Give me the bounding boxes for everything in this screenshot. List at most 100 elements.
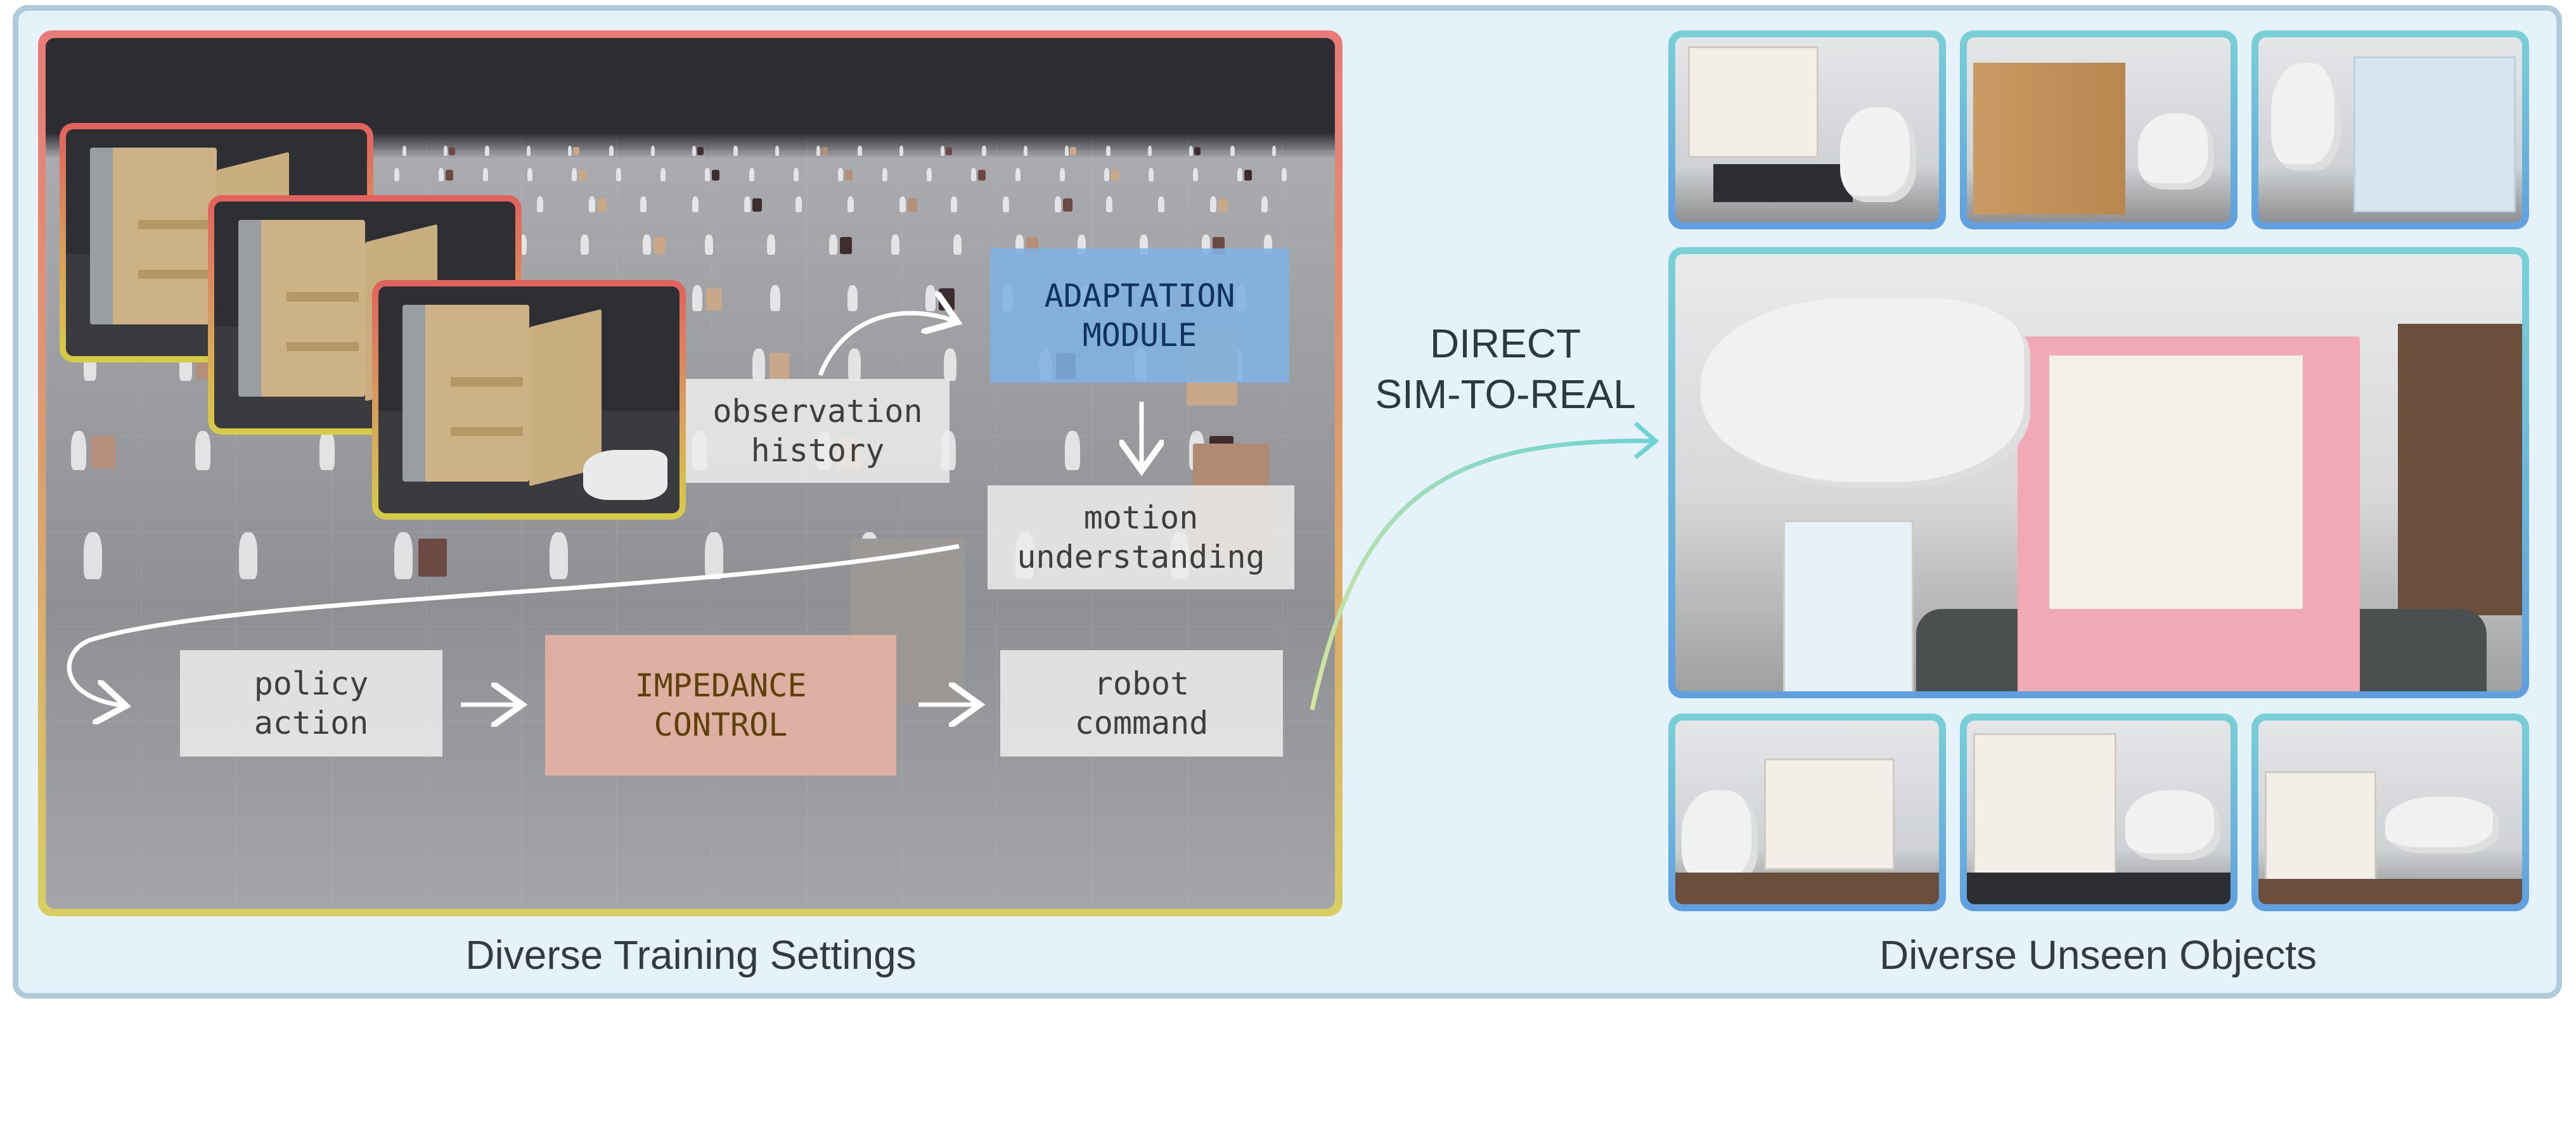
sim-robot — [581, 234, 589, 255]
sim-robot — [775, 146, 779, 157]
sim-robot — [485, 146, 489, 157]
sim-robot — [444, 146, 448, 157]
robot-arm — [2125, 790, 2220, 860]
real-photo-main — [1668, 247, 2529, 698]
robot-arm — [583, 449, 667, 500]
sim-robot — [927, 168, 932, 181]
sim-robot — [882, 168, 888, 181]
sim-cabinet — [1062, 198, 1073, 212]
desk — [2258, 879, 2522, 904]
sim-robot — [982, 146, 986, 157]
sim-robot — [899, 146, 903, 157]
sim-cabinet — [821, 147, 828, 156]
sim-robot — [439, 168, 444, 181]
sim-robot — [394, 168, 400, 181]
sim-robot — [616, 168, 622, 181]
sim-robot — [1023, 146, 1027, 157]
sim-robot — [847, 196, 854, 213]
sim-robot — [1230, 146, 1235, 157]
sim-cabinet — [769, 352, 789, 380]
sim-robot — [752, 349, 766, 381]
sim-robot — [319, 431, 335, 471]
real-photo-top-1 — [1668, 30, 1946, 229]
arrow-observation-to-adaptation — [818, 313, 953, 376]
sim-cabinet — [844, 169, 853, 181]
sim-robot — [1104, 168, 1110, 181]
sim-robot — [588, 196, 595, 213]
sim-robot — [1065, 431, 1081, 471]
sim-robot — [1261, 196, 1268, 213]
real-photo-bottom-2 — [1960, 714, 2238, 911]
sim-robot — [770, 285, 780, 312]
sim-cabinet — [1194, 147, 1201, 156]
sim-robot — [195, 431, 211, 471]
policy-action-box: policy action — [180, 650, 442, 757]
sim-robot — [838, 168, 844, 181]
robot-arm — [1701, 298, 2030, 489]
desk-shadow — [1713, 164, 1853, 202]
sim-robot — [1209, 196, 1216, 213]
simulation-scene: observation history ADAPTATION MODULE mo… — [46, 38, 1335, 909]
sim-robot — [643, 234, 651, 255]
real-photo-bottom-1 — [1668, 714, 1946, 911]
cabinet-model — [238, 219, 365, 397]
sim-cabinet — [1244, 169, 1253, 181]
sim-robot — [816, 146, 821, 157]
arrow-motion-to-policy — [67, 544, 960, 705]
sim-robot — [1003, 196, 1009, 213]
sim-robot — [749, 168, 755, 181]
sim-robot — [1065, 146, 1069, 157]
sim-robot — [744, 196, 750, 213]
sim-robot — [971, 168, 977, 181]
sim-robot — [1189, 146, 1194, 157]
sim-cabinet — [596, 198, 607, 212]
sim-robot — [1149, 168, 1154, 181]
sim-robot — [640, 196, 647, 213]
sim-cabinet — [839, 237, 853, 254]
sim-cabinet — [946, 147, 953, 156]
sim-robot — [1193, 168, 1199, 181]
sim-robot — [402, 146, 406, 157]
flow-arrows — [67, 38, 1335, 909]
sim-cabinet — [711, 169, 720, 181]
left-caption: Diverse Training Settings — [465, 932, 917, 978]
bookshelf — [2398, 324, 2522, 615]
sim-cabinet — [907, 198, 918, 212]
robot-arm — [1682, 790, 1758, 885]
sim-robot — [609, 146, 614, 157]
sim-robot — [483, 168, 489, 181]
cabinet-model — [90, 147, 217, 324]
sim-robot — [1272, 146, 1276, 157]
sim-robot — [858, 146, 862, 157]
sim-robot — [1158, 196, 1164, 213]
sim-robot — [692, 196, 699, 213]
sim-robot — [943, 349, 956, 381]
sim-robot — [1147, 146, 1152, 157]
sim-robot — [1106, 196, 1113, 213]
impedance-control-box: IMPEDANCE CONTROL — [545, 635, 896, 776]
desk — [1967, 873, 2231, 904]
sim-robot — [1282, 168, 1287, 181]
sim-cabinet — [752, 198, 763, 212]
sim-robot — [1015, 168, 1021, 181]
real-photo-bottom-3 — [2251, 714, 2529, 911]
sim-cabinet — [418, 538, 448, 577]
sim-robot — [1237, 168, 1243, 181]
white-cabinet — [1973, 733, 2116, 883]
right-caption: Diverse Unseen Objects — [1879, 932, 2317, 978]
sim-robot — [953, 234, 962, 255]
real-photo-top-2 — [1960, 30, 2238, 229]
sim-robot — [767, 234, 775, 255]
sim-robot — [705, 234, 713, 255]
sim-robot — [795, 196, 802, 213]
poster-sign — [1783, 520, 1914, 691]
simulation-panel: observation history ADAPTATION MODULE mo… — [38, 30, 1343, 916]
sim-cabinet — [573, 147, 580, 156]
sim-robot — [705, 168, 711, 181]
sim-robot — [660, 168, 666, 181]
sim-robot — [794, 168, 799, 181]
sim-robot — [650, 146, 655, 157]
robot-arm — [2271, 63, 2341, 170]
training-thumbnail-3 — [372, 280, 686, 520]
sim-robot — [847, 285, 858, 312]
